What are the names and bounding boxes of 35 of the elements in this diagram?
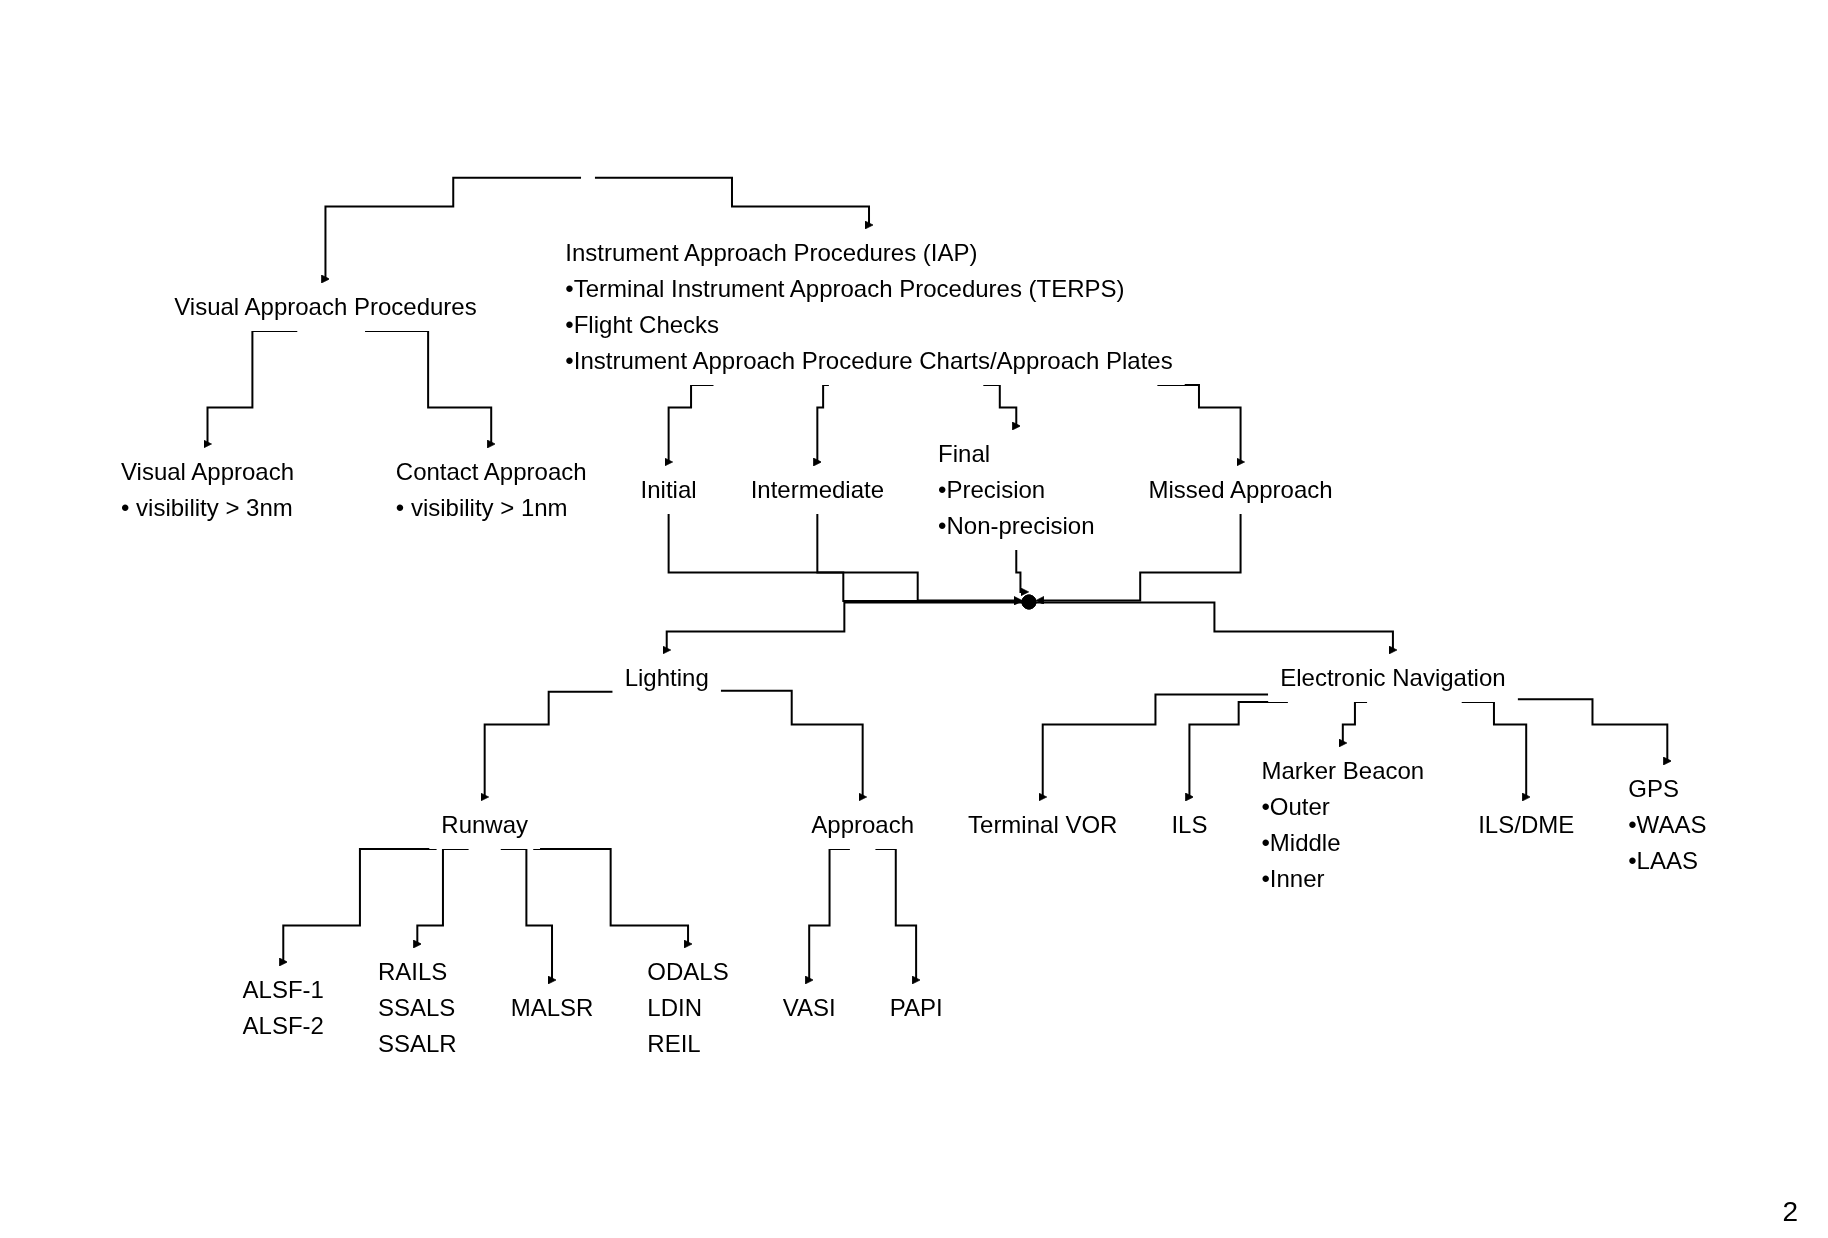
node-text: Initial — [640, 476, 697, 503]
node-text: Intermediate — [750, 476, 885, 503]
node-text: PAPI — [889, 994, 943, 1021]
node-text: Visual Approach Procedures — [174, 293, 477, 320]
arrow — [720, 689, 868, 802]
arrow — [1038, 693, 1270, 802]
node-text: ILS/DME — [1478, 811, 1575, 838]
node-text: Marker Beacon •Outer •Middle •Inner — [1261, 757, 1425, 892]
arrow — [480, 690, 614, 802]
node-text: Electronic Navigation — [1280, 664, 1506, 691]
node-text: ALSF-1 ALSF-2 — [242, 976, 325, 1039]
node-text: ILS — [1171, 811, 1208, 838]
node-text: MALSR — [510, 994, 594, 1021]
arrow — [667, 513, 1023, 606]
arrow — [1035, 513, 1242, 605]
arrow — [594, 176, 874, 230]
node-text: Terminal VOR — [968, 811, 1118, 838]
arrow — [1516, 698, 1672, 766]
node-text: Final •Precision •Non-precision — [938, 440, 1095, 539]
arrow — [1015, 549, 1030, 597]
node-text: ODALS LDIN REIL — [647, 958, 730, 1057]
node-text: Instrument Approach Procedures (IAP) •Terminal Instrument Approach Procedures (TERPS) •Flight Checks •Instrument Approach Procedure Charts/Approach Plates — [565, 239, 1174, 374]
arrow — [1035, 601, 1398, 655]
node-text: RAILS SSALS SSALR — [378, 958, 457, 1057]
node-text: Missed Approach — [1148, 476, 1333, 503]
node-text: Approach — [811, 811, 915, 838]
page-number: 2 — [1782, 1196, 1798, 1228]
node-text: Visual Approach • visibility > 3nm — [121, 458, 295, 521]
node-text: Lighting — [624, 664, 710, 691]
arrow — [816, 513, 1023, 605]
arrow — [662, 601, 1024, 655]
arrow — [321, 176, 583, 284]
node-text: VASI — [783, 994, 836, 1021]
node-text: Contact Approach • visibility > 1nm — [396, 458, 587, 521]
node-text: GPS •WAAS •LAAS — [1628, 775, 1707, 874]
